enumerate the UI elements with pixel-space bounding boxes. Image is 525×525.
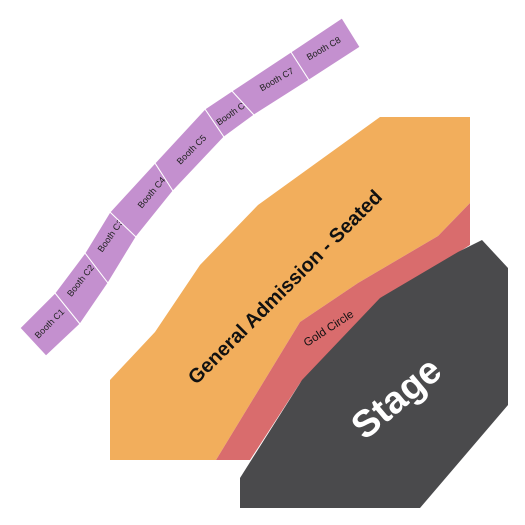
- booth-row: Booth C1 Booth C2 Booth C3 Booth C4 Boot…: [19, 17, 361, 357]
- booth-c2[interactable]: Booth C2: [54, 252, 109, 325]
- booth-c8-shape[interactable]: [290, 17, 361, 81]
- stage-shape[interactable]: [240, 240, 508, 508]
- booth-c8[interactable]: Booth C8: [290, 17, 361, 81]
- general-admission-shape[interactable]: [110, 117, 470, 460]
- booth-c7[interactable]: Booth C7: [231, 51, 310, 116]
- booth-c1[interactable]: Booth C1: [19, 292, 81, 357]
- gold-circle-shape[interactable]: [216, 203, 470, 460]
- section-stage[interactable]: Stage: [240, 240, 508, 508]
- booth-c3[interactable]: Booth C3: [84, 211, 137, 284]
